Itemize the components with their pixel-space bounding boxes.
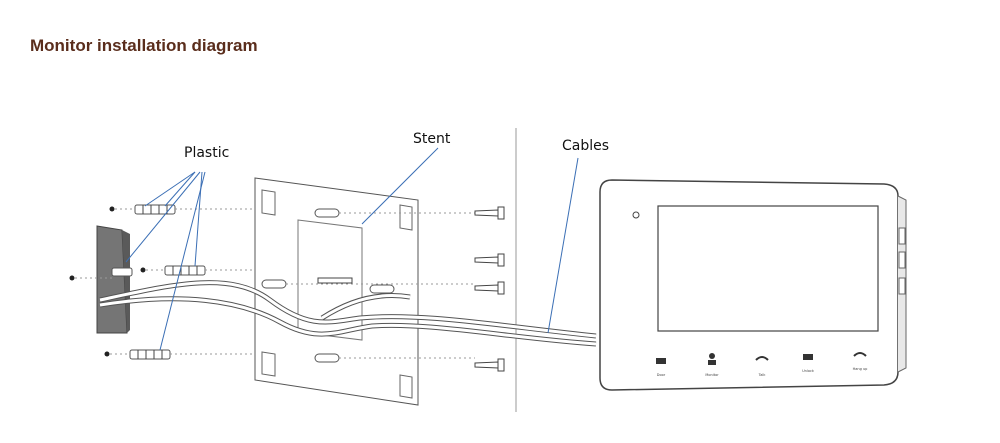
wall-anchor-icon bbox=[111, 267, 133, 277]
monitor-button-label: Monitor bbox=[705, 373, 719, 377]
wall-anchor-icon bbox=[129, 349, 255, 360]
monitor-button: Monitor bbox=[705, 353, 719, 377]
monitor-button-label: Unlock bbox=[802, 369, 815, 373]
wall-points bbox=[69, 206, 165, 357]
screw-icon bbox=[474, 253, 505, 267]
junction-box-icon bbox=[96, 225, 130, 334]
monitor-button-label: Hang up bbox=[853, 367, 869, 371]
monitor-button: Hang up bbox=[853, 352, 869, 371]
monitor-icon: Door Monitor Talk Unlock Hang up bbox=[599, 179, 907, 391]
wall-anchor-icon bbox=[134, 204, 255, 215]
label-cables: Cables bbox=[562, 138, 609, 154]
monitor-button: Unlock bbox=[802, 354, 815, 373]
page-title: Monitor installation diagram bbox=[30, 36, 258, 55]
screw-icon bbox=[474, 206, 505, 220]
cables-leader-line bbox=[547, 157, 579, 334]
monitor-button: Door bbox=[656, 358, 666, 377]
screw-icon bbox=[317, 277, 353, 284]
monitor-button-label: Talk bbox=[758, 373, 767, 377]
monitor-button: Talk bbox=[755, 356, 769, 377]
label-stent: Stent bbox=[413, 131, 451, 147]
monitor-button-label: Door bbox=[657, 373, 666, 377]
screw-icon bbox=[474, 281, 505, 295]
stent-leader-line bbox=[361, 147, 439, 225]
label-plastic: Plastic bbox=[184, 145, 229, 161]
plastic-leader-lines bbox=[125, 171, 206, 351]
wall-anchor-icon bbox=[164, 265, 255, 276]
mounting-bracket bbox=[254, 177, 475, 406]
cable-bundle bbox=[99, 280, 597, 347]
screw-icon bbox=[474, 358, 505, 372]
